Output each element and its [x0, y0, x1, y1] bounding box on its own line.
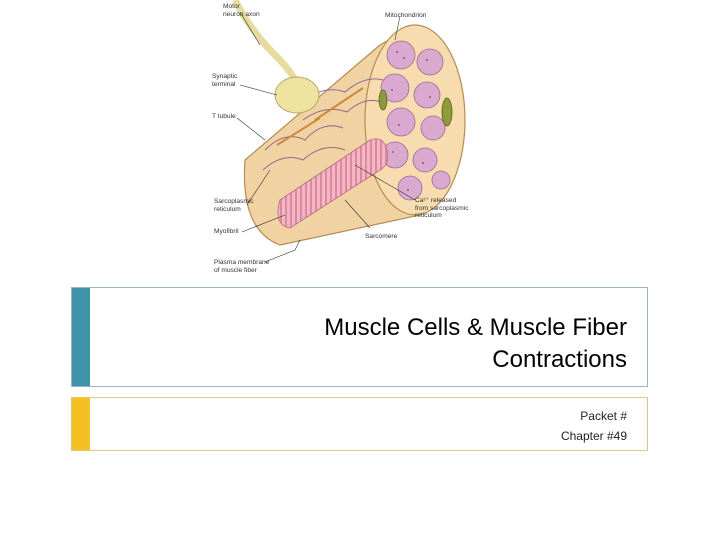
label-myofibril: Myofibril: [214, 228, 239, 235]
label-mitochondrion: Mitochondrion: [385, 12, 427, 19]
motor-neuron-axon: [231, 0, 299, 82]
muscle-fiber-diagram: Motor neuron axon Mitochondrion Synaptic…: [205, 0, 495, 282]
slide-title-line-1: Muscle Cells & Muscle Fiber: [324, 314, 627, 341]
myofibril-cross-sections: [380, 40, 451, 201]
label-t-tubule: T tubule: [212, 113, 236, 120]
label-plasma-membrane: Plasma membrane of muscle fiber: [214, 259, 270, 274]
subtitle-line-chapter: Chapter #49: [560, 429, 627, 443]
label-sarcoplasmic-reticulum: Sarcoplasmic reticulum: [214, 198, 254, 213]
label-synaptic-terminal: Synaptic terminal: [212, 73, 238, 88]
subtitle-placeholder: Packet # Chapter #49: [71, 397, 648, 451]
exposed-myofibril: [277, 138, 389, 229]
synaptic-terminal: [274, 76, 320, 114]
subtitle-line-packet: Packet #: [580, 409, 627, 423]
title-accent-bar: [72, 288, 90, 386]
label-motor-neuron-axon: Motor neuron axon: [223, 3, 260, 18]
title-placeholder: Muscle Cells & Muscle Fiber Contractions: [71, 287, 648, 387]
subtitle-accent-bar: [72, 398, 90, 450]
label-ca-released: Ca²⁺ released from sarcoplasmic reticulu…: [415, 197, 469, 219]
label-sarcomere: Sarcomere: [365, 233, 398, 240]
slide-title-line-2: Contractions: [492, 346, 627, 373]
slide-title: Muscle Cells & Muscle Fiber Contractions: [167, 312, 627, 376]
slide-subtitle: Packet # Chapter #49: [561, 406, 627, 446]
muscle-fiber-illustration: [231, 0, 466, 263]
